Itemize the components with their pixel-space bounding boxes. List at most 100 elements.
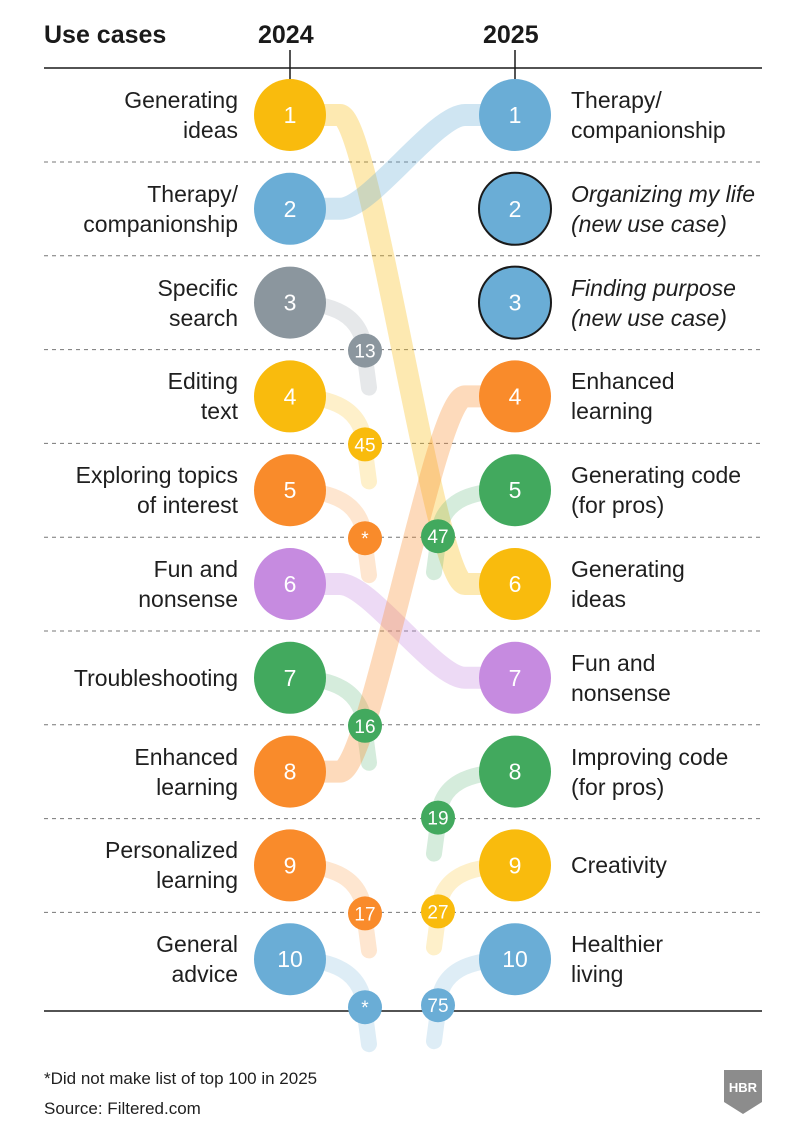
label-line: text — [200, 398, 238, 425]
rank-2025-circle-value: 3 — [509, 290, 522, 316]
rank-2025-circle-value: 10 — [502, 946, 528, 972]
rank-2025-circle — [479, 735, 551, 808]
rank-2024-circle-value: 5 — [284, 477, 297, 503]
rank-connection — [279, 104, 526, 220]
prior-rank-badge-value: 19 — [427, 809, 448, 830]
prior-rank-badge — [421, 519, 455, 554]
label-line: companionship — [83, 210, 238, 237]
use-case-label-right: Therapy/companionship — [571, 85, 726, 145]
label-line: Fun and — [571, 649, 656, 676]
prior-rank-badge — [421, 988, 455, 1023]
use-case-label-left: Troubleshooting — [74, 663, 238, 693]
exit-rank-badge — [348, 896, 382, 931]
rank-2025-circle — [478, 171, 552, 246]
rank-2024-circle-value: 10 — [277, 946, 303, 972]
prior-rank-badge-value: 27 — [427, 902, 448, 923]
rank-2024-circle-value: 8 — [284, 759, 297, 785]
label-line: living — [571, 961, 624, 988]
label-line: learning — [156, 773, 238, 800]
rank-2024-circle-value: 2 — [284, 196, 297, 222]
rank-2025-circle-value: 5 — [509, 477, 522, 503]
year-2025-header: 2025 — [483, 21, 539, 49]
rank-2025-circle — [479, 360, 551, 433]
rank-2024-circle — [254, 454, 326, 527]
label-line: Finding purpose — [571, 274, 736, 301]
label-line: Enhanced — [571, 368, 675, 395]
use-case-label-left: Exploring topics of interest — [76, 460, 238, 520]
label-line: (for pros) — [571, 773, 665, 800]
rank-2024-circle — [254, 735, 326, 808]
exit-rank-badge-value: 13 — [354, 342, 375, 363]
rank-2024-circle-value: 9 — [284, 852, 297, 878]
rank-2024-circle — [254, 266, 326, 339]
rank-2025-circle — [479, 829, 551, 902]
hbr-logo: HBR — [724, 1070, 762, 1114]
rank-2024-circle — [254, 641, 326, 714]
exit-rank-badge — [348, 708, 382, 743]
rank-2024-circle — [254, 923, 326, 996]
exit-rank-badge-value: * — [361, 529, 369, 550]
use-case-label-right: Improving code(for pros) — [571, 742, 728, 802]
rank-2024-circle — [254, 548, 326, 620]
use-case-label-right: Finding purpose (new use case) — [571, 273, 736, 333]
label-line: Exploring topics — [75, 462, 238, 489]
label-line: Editing — [167, 368, 238, 395]
rank-2024-circle — [254, 172, 326, 245]
source-note: Source: Filtered.com — [44, 1099, 201, 1118]
label-line: learning — [571, 398, 653, 425]
rank-2025-circle — [479, 641, 551, 714]
footnote: *Did not make list of top 100 in 2025 — [44, 1069, 318, 1088]
label-line: of interest — [137, 492, 238, 519]
exit-rank-badge-value: 17 — [354, 904, 375, 925]
rank-2024-circle-value: 6 — [284, 571, 297, 597]
rank-2025-circle-value: 2 — [509, 196, 522, 222]
exit-rank-badge-value: * — [361, 998, 369, 1019]
use-case-label-right: Creativity — [571, 850, 667, 880]
label-line: companionship — [571, 117, 726, 143]
exit-rank-badge — [348, 333, 382, 368]
use-case-label-left: Editing text — [168, 366, 238, 426]
use-case-label-left: General advice — [156, 929, 238, 989]
rank-2025-circle-value: 8 — [509, 759, 522, 785]
exit-rank-badge-value: 45 — [354, 435, 375, 456]
prior-rank-badge-value: 47 — [427, 527, 448, 548]
prior-rank-badge — [421, 800, 455, 835]
label-line: Specific — [157, 274, 238, 301]
label-line: advice — [171, 961, 238, 988]
use-case-label-left: Enhanced learning — [134, 742, 238, 802]
rank-2024-circle-value: 4 — [284, 383, 297, 409]
label-line: Therapy/ — [571, 87, 662, 113]
rank-2024-circle-value: 1 — [284, 102, 297, 128]
exit-rank-badge — [348, 521, 382, 556]
rank-2025-circle — [479, 454, 551, 527]
rank-2024-circle — [254, 79, 326, 151]
use-cases-header: Use cases — [44, 21, 167, 49]
rank-connection — [279, 104, 526, 595]
label-line: (new use case) — [571, 304, 727, 331]
label-line: General — [156, 931, 238, 958]
use-case-label-left: Fun and nonsense — [138, 554, 238, 614]
rank-2025-circle-value: 4 — [509, 383, 522, 409]
label-line: ideas — [571, 586, 626, 612]
use-case-label-left: Therapy/companionship — [83, 179, 238, 239]
label-line: Enhanced — [134, 743, 238, 770]
rank-2024-circle-value: 7 — [284, 665, 297, 691]
prior-rank-badge-value: 75 — [427, 996, 448, 1017]
label-line: Personalized — [105, 837, 238, 864]
use-case-label-right: Generating code(for pros) — [571, 460, 741, 520]
row-dividers — [44, 50, 762, 1012]
use-case-label-right: Enhanced learning — [571, 366, 675, 426]
rank-2025-circle — [479, 548, 551, 620]
rank-connection — [279, 385, 526, 783]
rank-2025-circle — [479, 79, 551, 151]
label-line: Fun and — [153, 556, 238, 582]
label-line: (for pros) — [571, 492, 665, 519]
label-line: Therapy/ — [147, 180, 238, 207]
label-line: nonsense — [138, 586, 238, 612]
